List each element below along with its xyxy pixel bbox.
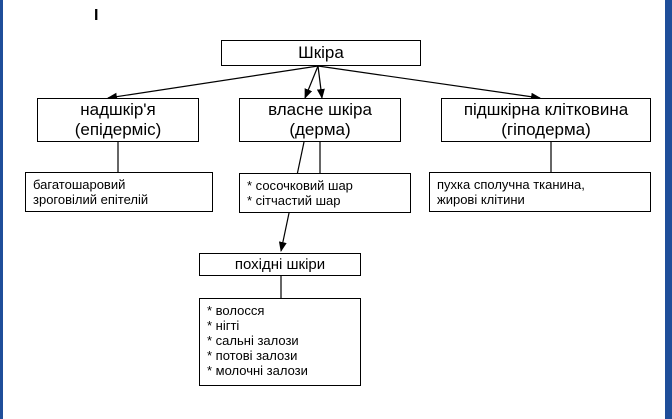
epidermis-detail-box: багатошаровий зроговілий епітелій xyxy=(25,172,213,212)
root-node: Шкіра xyxy=(221,40,421,66)
derivatives-title: похідні шкіри xyxy=(234,256,326,273)
dermis-title-line1: власне шкіра xyxy=(268,100,372,119)
slide-frame-left xyxy=(0,0,3,419)
hypodermis-detail-line: пухка сполучна тканина, xyxy=(437,177,585,192)
hypodermis-detail-line: жирові клітини xyxy=(437,192,525,207)
derivatives-list-item: * нігті xyxy=(207,318,240,333)
derivatives-list-item: * сальні залози xyxy=(207,333,299,348)
epidermis-title-line2: (епідерміс) xyxy=(74,120,162,139)
hypodermis-node: підшкірна клітковина (гіподерма) xyxy=(441,98,651,142)
slide-marker: I xyxy=(94,7,99,24)
derivatives-list-box: * волосся * нігті * сальні залози * пото… xyxy=(199,298,361,386)
dermis-detail-line: * сосочковий шар xyxy=(247,178,353,193)
arrow-root-to-dermis xyxy=(304,65,319,99)
dermis-title-line2: (дерма) xyxy=(289,120,351,139)
epidermis-detail-line: багатошаровий xyxy=(33,177,126,192)
derivatives-node: похідні шкіри xyxy=(199,253,361,276)
arrow-root-to-dermis-secondary xyxy=(316,65,325,99)
dermis-detail-box: * сосочковий шар * сітчастий шар xyxy=(239,173,411,213)
epidermis-title-line1: надшкір'я xyxy=(80,100,156,119)
epidermis-node: надшкір'я (епідерміс) xyxy=(37,98,199,142)
dermis-node: власне шкіра (дерма) xyxy=(239,98,401,142)
hypodermis-title-line1: підшкірна клітковина xyxy=(463,100,629,119)
slide-frame-right xyxy=(665,0,672,419)
hypodermis-detail-box: пухка сполучна тканина, жирові клітини xyxy=(429,172,651,212)
epidermis-detail-line: зроговілий епітелій xyxy=(33,192,149,207)
derivatives-list-item: * волосся xyxy=(207,303,265,318)
dermis-detail-line: * сітчастий шар xyxy=(247,193,341,208)
hypodermis-title-line2: (гіподерма) xyxy=(501,120,591,139)
arrow-root-to-hypodermis xyxy=(317,65,541,101)
derivatives-list-item: * молочні залози xyxy=(207,363,308,378)
derivatives-list-item: * потові залози xyxy=(207,348,298,363)
root-node-label: Шкіра xyxy=(298,43,344,62)
arrow-root-to-epidermis xyxy=(107,65,319,101)
